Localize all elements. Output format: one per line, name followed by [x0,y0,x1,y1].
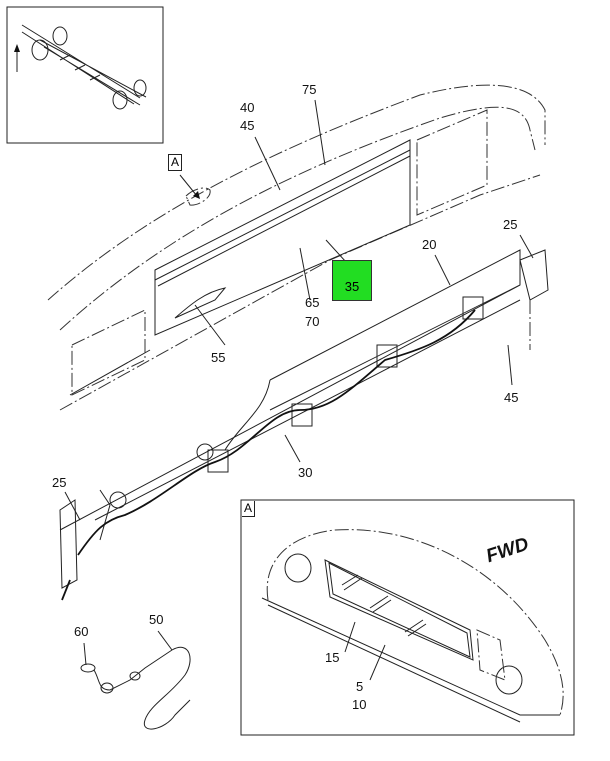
highlighted-callout-35[interactable]: 35 [332,260,372,301]
callout-20: 20 [422,237,437,252]
callout-15: 15 [325,650,340,665]
callout-30: 30 [298,465,313,480]
locator-inset [6,6,164,144]
callout-75: 75 [302,82,317,97]
leader-lines [64,99,534,666]
callout-60: 60 [74,624,89,639]
wiring-rail [59,249,549,601]
view-marker-a[interactable]: A [168,154,183,171]
callout-25-right: 25 [503,217,518,232]
callout-40: 40 [240,100,255,115]
callout-45-right: 45 [504,390,519,405]
detail-view-label: A [242,501,256,517]
cab-roof-panel [47,84,546,411]
callout-55: 55 [211,350,226,365]
callout-70: 70 [305,314,320,329]
callout-5: 5 [356,679,364,694]
detail-view-a [240,499,575,736]
callout-45-top: 45 [240,118,255,133]
callout-10: 10 [352,697,367,712]
lanyard-cable-part [80,647,191,730]
callout-50: 50 [149,612,164,627]
callout-25-left: 25 [52,475,67,490]
callout-65: 65 [305,295,320,310]
